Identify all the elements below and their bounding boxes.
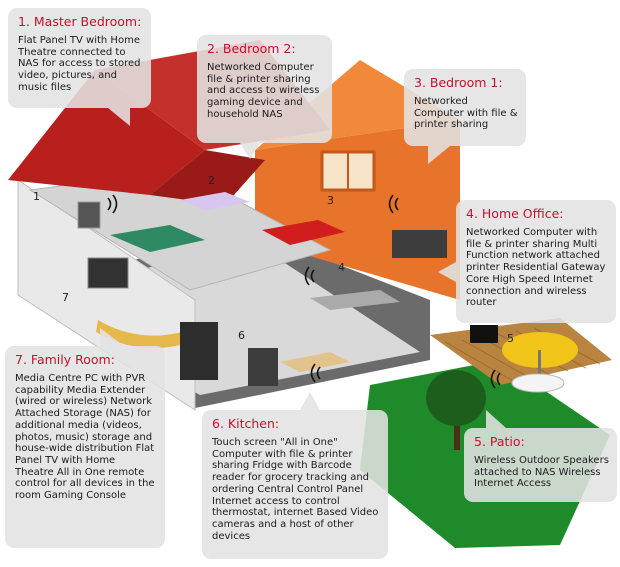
callout-title: 4. Home Office: [466,206,564,221]
callout-body: Networked Computer with file & printer s… [414,96,518,131]
callout-home-office: 4. Home Office: Networked Computer with … [456,200,616,323]
callout-bedroom-2: 2. Bedroom 2: Networked Computer file & … [197,35,332,143]
callout-bedroom-1: 3. Bedroom 1: Networked Computer with fi… [404,69,526,146]
tree-canopy [426,370,486,426]
callout-body: Touch screen "All in One" Computer with … [212,437,379,542]
callout-pointer [438,262,456,282]
bedroom-2-bed [180,192,250,210]
callout-body: Networked Computer with file & printer s… [466,227,606,309]
callout-kitchen: 6. Kitchen: Touch screen "All in One" Co… [202,410,388,559]
callout-pointer [240,143,260,159]
master-tv [77,201,101,229]
umbrella-pole [538,350,541,378]
bedroom-1-bed [262,220,345,245]
callout-master-bedroom: 1. Master Bedroom: Flat Panel TV with Ho… [8,8,151,108]
callout-title: 1. Master Bedroom: [18,14,142,29]
room-number-6: 6 [238,329,245,342]
callout-pointer [428,146,450,164]
wifi-symbols [107,194,501,389]
callout-pointer [100,328,124,346]
callout-title: 2. Bedroom 2: [207,41,296,56]
callout-body: Media Centre PC with PVR capability Medi… [15,373,155,502]
callout-patio: 5. Patio: Wireless Outdoor Speakers atta… [464,428,617,502]
family-room-tv [87,257,129,289]
roof-left [8,70,205,195]
callout-body: Wireless Outdoor Speakers attached to NA… [474,455,609,490]
patio-table [511,373,565,393]
callout-pointer [300,392,320,410]
callout-body: Flat Panel TV with Home Theatre connecte… [18,35,141,93]
patio-speaker [470,325,498,343]
room-number-4: 4 [338,261,345,274]
callout-title: 7. Family Room: [15,352,115,367]
callout-family-room: 7. Family Room: Media Centre PC with PVR… [5,346,165,548]
room-number-7: 7 [62,291,69,304]
callout-body: Networked Computer file & printer sharin… [207,62,320,120]
room-number-5: 5 [507,332,514,345]
callout-title: 5. Patio: [474,434,525,449]
callout-title: 3. Bedroom 1: [414,75,503,90]
bedroom-1-desk [392,230,447,258]
room-number-1: 1 [33,190,40,203]
tree-trunk [454,402,460,450]
fridge [180,322,218,380]
stove [248,348,278,386]
master-bed [110,225,205,252]
kitchen-counter [280,352,350,372]
callout-pointer [108,108,130,126]
roof-right [150,150,265,205]
room-number-2: 2 [208,174,215,187]
callout-title: 6. Kitchen: [212,416,280,431]
office-desk [310,290,400,310]
callout-pointer [486,410,506,428]
room-number-3: 3 [327,194,334,207]
